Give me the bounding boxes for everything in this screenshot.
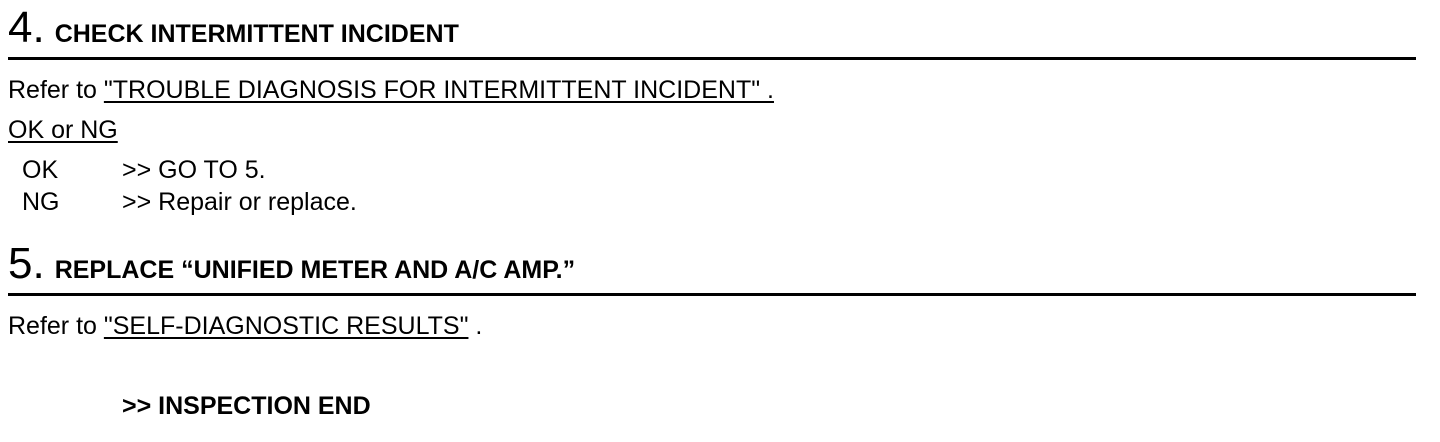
ok-or-ng-line: OK or NG — [8, 115, 118, 145]
step-5-number: 5. — [8, 239, 45, 288]
step-4-refer-prefix: Refer to — [8, 76, 104, 104]
step-5-refer-suffix: . — [468, 312, 483, 340]
trouble-diagnosis-link[interactable]: "TROUBLE DIAGNOSIS FOR INTERMITTENT INCI… — [103, 76, 774, 104]
result-action-ok: >> GO TO 5. — [122, 156, 266, 184]
ok-or-ng-label: OK or NG — [8, 116, 118, 144]
step-5-divider — [8, 293, 1416, 296]
step-4-number: 4. — [8, 3, 45, 52]
step-5-title: REPLACE “UNIFIED METER AND A/C AMP.” — [54, 256, 576, 284]
step-5-heading: 5. REPLACE “UNIFIED METER AND A/C AMP.” — [8, 242, 575, 286]
inspection-end: >> INSPECTION END — [122, 392, 371, 420]
result-key-ng: NG — [22, 188, 60, 216]
result-action-ng: >> Repair or replace. — [122, 188, 357, 216]
step-5-refer-prefix: Refer to — [8, 312, 104, 340]
step-4-divider — [8, 57, 1416, 60]
step-4-title: CHECK INTERMITTENT INCIDENT — [54, 20, 459, 48]
step-4-heading: 4. CHECK INTERMITTENT INCIDENT — [8, 6, 459, 50]
step-4-refer-line: Refer to "TROUBLE DIAGNOSIS FOR INTERMIT… — [8, 75, 774, 105]
step-5-refer-line: Refer to "SELF-DIAGNOSTIC RESULTS" . — [8, 311, 482, 341]
result-row-ng: NG >> Repair or replace. — [22, 187, 357, 217]
result-key-ok: OK — [22, 156, 59, 184]
self-diagnostic-results-link[interactable]: "SELF-DIAGNOSTIC RESULTS" — [103, 312, 469, 340]
result-row-ok: OK >> GO TO 5. — [22, 155, 266, 185]
